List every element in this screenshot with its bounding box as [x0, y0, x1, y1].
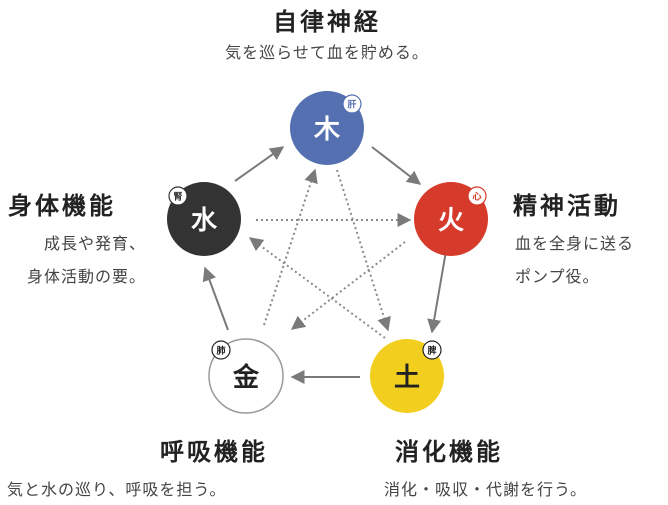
right-desc-line2: ポンプ役。 [515, 267, 600, 286]
earth-organ-badge [422, 340, 442, 360]
wood-node: 木 肝 [290, 91, 364, 165]
arrow-metal-to-wood [263, 168, 318, 326]
arrow-wood-to-fire [371, 146, 422, 185]
bottom-left-title: 呼吸機能 [160, 438, 268, 466]
metal-organ: 肺 [216, 345, 225, 357]
earth-node: 土 脾 [370, 339, 444, 413]
arrow-fire-to-metal [290, 241, 406, 330]
fire-char: 火 [438, 206, 464, 236]
top-title: 自律神経 [273, 8, 381, 36]
arrow-water-to-wood [234, 146, 285, 182]
fire-organ: 心 [472, 192, 481, 203]
arrow-fire-to-earth [427, 250, 447, 334]
metal-organ-badge [211, 340, 231, 360]
right-title: 精神活動 [513, 192, 621, 220]
wood-organ-badge [342, 94, 362, 114]
arrow-wood-to-earth [336, 169, 391, 332]
bottom-left-desc: 気と水の巡り、呼吸を担う。 [7, 480, 227, 499]
metal-circle [208, 338, 284, 414]
arrow-metal-to-water [202, 266, 229, 331]
earth-organ: 脾 [426, 345, 436, 357]
top-desc: 気を巡らせて血を貯める。 [225, 43, 429, 62]
water-char: 水 [191, 206, 218, 236]
water-organ: 腎 [173, 192, 182, 203]
earth-circle [370, 339, 444, 413]
water-organ-badge [168, 186, 188, 206]
earth-char: 土 [394, 363, 420, 393]
right-desc-line1: 血を全身に送る [515, 234, 635, 253]
left-desc-line2: 身体活動の要。 [26, 267, 146, 286]
left-title: 身体機能 [8, 192, 116, 220]
metal-node: 金 肺 [208, 338, 284, 414]
left-desc-line1: 成長や発育、 [43, 234, 146, 253]
fire-node: 火 心 [414, 182, 488, 256]
bottom-right-desc: 消化・吸収・代謝を行う。 [384, 480, 588, 499]
water-node: 水 腎 [167, 182, 241, 256]
wood-organ: 肝 [347, 100, 356, 111]
metal-char: 金 [232, 362, 260, 393]
bottom-right-title: 消化機能 [395, 438, 503, 466]
arrow-earth-to-water [248, 237, 386, 339]
wood-char: 木 [313, 115, 340, 145]
fire-organ-badge [467, 186, 487, 206]
